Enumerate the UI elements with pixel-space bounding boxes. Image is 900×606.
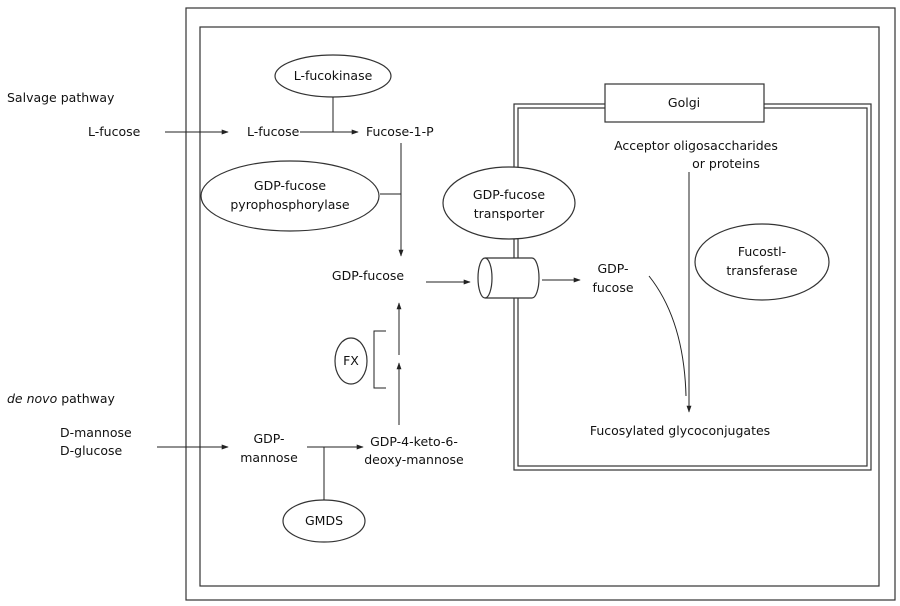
l-fucose-label: L-fucose: [247, 124, 300, 139]
acceptor-line1: Acceptor oligosaccharides: [614, 138, 778, 153]
transporter-label-line2: transporter: [473, 206, 545, 221]
gdp-keto-line2: deoxy-mannose: [364, 452, 464, 467]
pyrophosphorylase-label-line1: GDP-fucose: [253, 178, 327, 193]
salvage-pathway-label: Salvage pathway: [7, 90, 115, 105]
fucosylated-glycoconjugates-label: Fucosylated glycoconjugates: [589, 423, 771, 438]
acceptor-line2: or proteins: [692, 156, 760, 171]
gdp-mannose-line1: GDP-: [253, 431, 285, 446]
de-novo-italic: de novo: [7, 391, 58, 406]
pyrophosphorylase-label-line2: pyrophosphorylase: [230, 197, 350, 212]
de-novo-pathway-label: de novo pathway: [7, 390, 115, 407]
gmds-label: GMDS: [304, 513, 344, 528]
d-glucose-label: D-glucose: [60, 443, 123, 458]
input-l-fucose: L-fucose: [88, 124, 141, 139]
transporter-ellipse: [442, 166, 576, 240]
fucose-1-p-label: Fucose-1-P: [366, 124, 434, 139]
golgi-gdp-fucose-line1: GDP-: [597, 261, 629, 276]
arrow-gdpfucose-to-product: [648, 275, 687, 397]
outer-cell-border: [185, 7, 896, 601]
pyrophosphorylase-ellipse: [200, 160, 380, 232]
gdp-mannose-line2: mannose: [240, 450, 298, 465]
fx-bracket: [373, 330, 386, 389]
fucosyltransferase-line1: Fucostl-: [737, 244, 787, 259]
l-fucokinase-label: L-fucokinase: [293, 68, 373, 83]
golgi-label: Golgi: [667, 95, 701, 110]
gdp-keto-line1: GDP-4-keto-6-: [370, 434, 458, 449]
inner-cell-border: [199, 26, 880, 587]
de-novo-rest: pathway: [57, 391, 115, 406]
fucosyltransferase-ellipse: [694, 223, 830, 301]
gdp-fucose-label: GDP-fucose: [331, 268, 405, 283]
d-mannose-label: D-mannose: [60, 425, 132, 440]
transporter-cylinder: [477, 257, 540, 299]
golgi-label-box: [604, 83, 765, 123]
transporter-label-line1: GDP-fucose: [472, 187, 546, 202]
fx-label: FX: [343, 353, 359, 368]
fucosyltransferase-line2: transferase: [726, 263, 798, 278]
golgi-gdp-fucose-line2: fucose: [592, 280, 634, 295]
fx-ellipse: [334, 337, 368, 385]
